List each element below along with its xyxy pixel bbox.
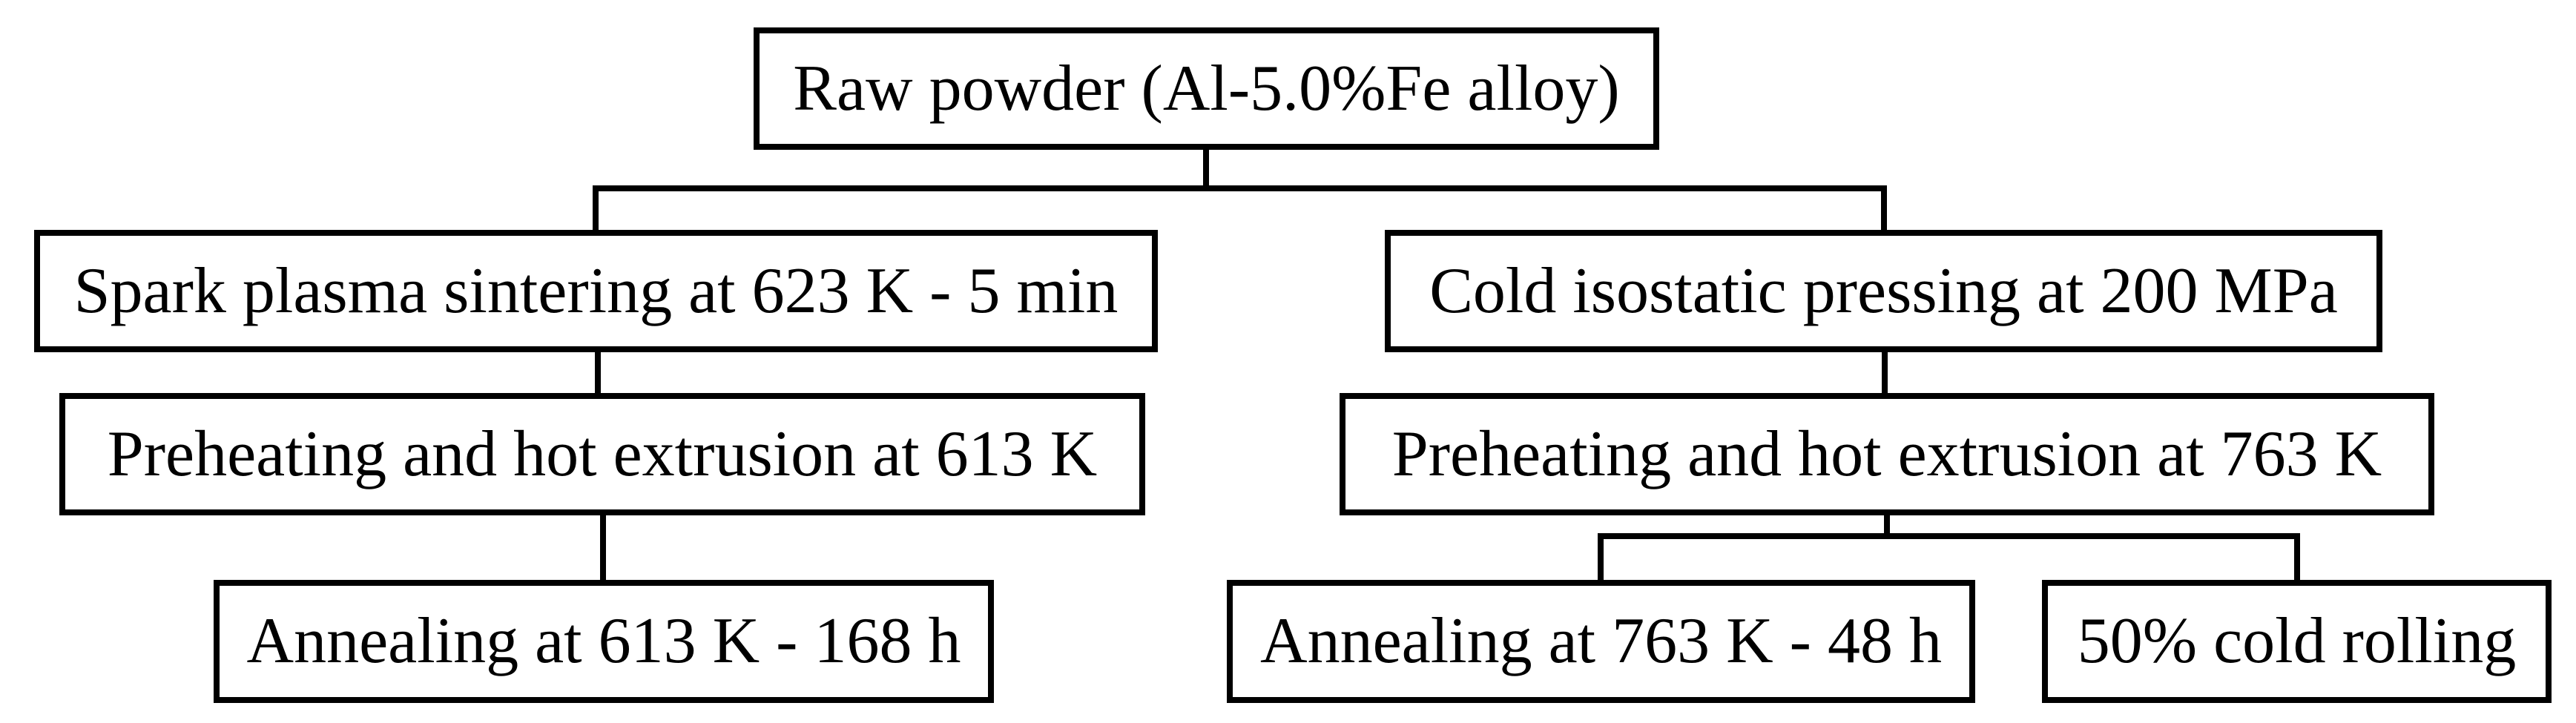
node-cold-isostatic-pressing: Cold isostatic pressing at 200 MPa (1385, 230, 2382, 352)
connector-raw-stem (1203, 150, 1209, 191)
connector-drop-to-pressing (1881, 185, 1887, 230)
connector-top-split-bar (593, 185, 1887, 191)
connector-drop-to-annealing763 (1598, 533, 1604, 580)
connector-extrusion763-stem (1884, 515, 1890, 539)
node-raw-powder-label: Raw powder (Al-5.0%Fe alloy) (793, 52, 1620, 125)
connector-extrusion-to-annealing (600, 515, 606, 580)
connector-right-split-bar (1598, 533, 2300, 539)
node-cold-rolling-label: 50% cold rolling (2077, 605, 2517, 677)
node-cold-rolling: 50% cold rolling (2042, 580, 2552, 703)
node-raw-powder: Raw powder (Al-5.0%Fe alloy) (754, 27, 1659, 150)
node-hot-extrusion-613k-label: Preheating and hot extrusion at 613 K (107, 417, 1098, 490)
node-hot-extrusion-763k-label: Preheating and hot extrusion at 763 K (1391, 417, 2382, 490)
node-hot-extrusion-763k: Preheating and hot extrusion at 763 K (1340, 393, 2434, 515)
node-annealing-763k: Annealing at 763 K - 48 h (1227, 580, 1975, 703)
node-cold-isostatic-pressing-label: Cold isostatic pressing at 200 MPa (1429, 254, 2338, 327)
connector-pressing-to-extrusion (1882, 352, 1888, 393)
node-annealing-763k-label: Annealing at 763 K - 48 h (1260, 605, 1942, 677)
connector-drop-to-cold-rolling (2294, 533, 2300, 580)
connector-sintering-to-extrusion (595, 352, 601, 393)
node-spark-plasma-sintering: Spark plasma sintering at 623 K - 5 min (34, 230, 1158, 352)
node-annealing-613k-label: Annealing at 613 K - 168 h (246, 605, 961, 677)
node-spark-plasma-sintering-label: Spark plasma sintering at 623 K - 5 min (73, 254, 1119, 327)
node-hot-extrusion-613k: Preheating and hot extrusion at 613 K (59, 393, 1145, 515)
connector-drop-to-sintering (593, 185, 599, 230)
node-annealing-613k: Annealing at 613 K - 168 h (214, 580, 994, 703)
